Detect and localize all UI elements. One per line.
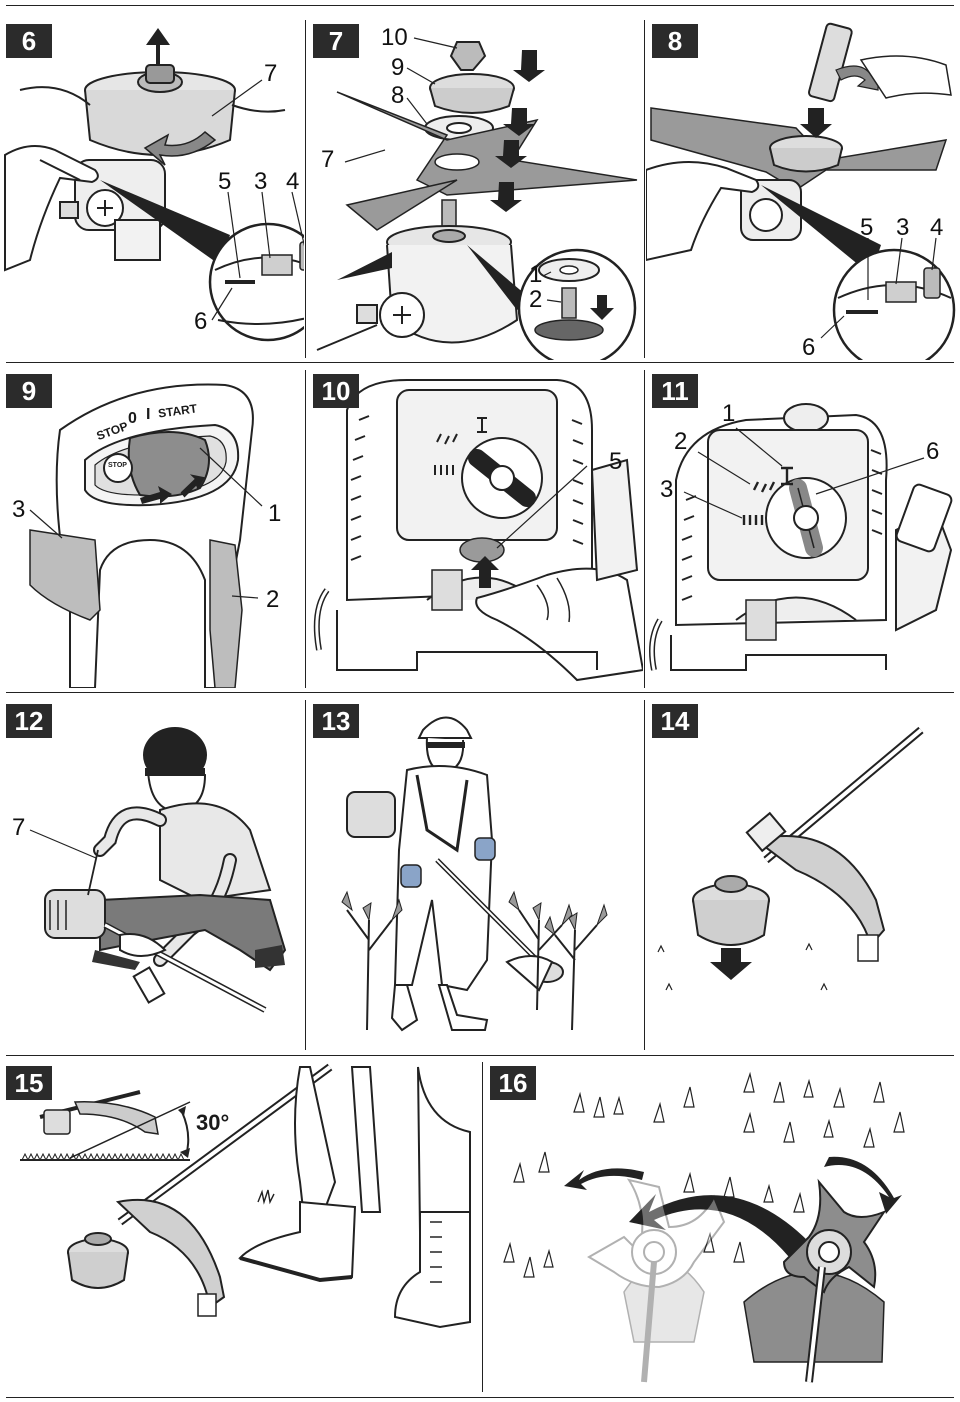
- figure-14-illustration: [657, 726, 924, 991]
- figure-8-number: 8: [652, 24, 698, 58]
- callout-7: 7: [264, 60, 278, 87]
- col-divider-r3b: [644, 700, 645, 1050]
- callout-7: 7: [321, 146, 335, 173]
- col-divider-r1b: [644, 20, 645, 358]
- figure-14-number: 14: [652, 704, 698, 738]
- row-divider-1: [6, 362, 954, 363]
- callout-9: 9: [391, 54, 405, 81]
- switch-one-label: I: [146, 406, 151, 423]
- figure-9: 9 STOP 0 I START STOP 3 1 2: [0, 370, 304, 688]
- angle-label: 30°: [196, 1110, 230, 1135]
- figure-13-illustration: [341, 716, 608, 1032]
- callout-1: 1: [722, 400, 736, 427]
- top-rule: [6, 5, 954, 6]
- figure-6: 6 7 5 3 4 6: [0, 20, 304, 360]
- callout-2: 2: [529, 286, 543, 313]
- callout-6: 6: [926, 438, 940, 465]
- figure-11: 11 1 2 3 6: [646, 370, 956, 688]
- callout-1: 1: [268, 500, 282, 527]
- stop-button-label: STOP: [108, 462, 127, 469]
- callout-4: 4: [286, 168, 300, 195]
- figure-13: 13: [307, 700, 643, 1050]
- col-divider-r2b: [644, 370, 645, 688]
- callout-10: 10: [381, 24, 408, 51]
- callout-6: 6: [802, 334, 816, 360]
- figure-8-illustration: [646, 22, 956, 360]
- figure-16-illustration: [503, 1071, 905, 1383]
- callout-4: 4: [930, 214, 944, 241]
- figure-9-number: 9: [6, 374, 52, 408]
- figure-12-illustration: [29, 727, 287, 1013]
- row-divider-3: [6, 1055, 954, 1056]
- figure-10: 10 5: [307, 370, 643, 688]
- callout-1: 1: [529, 261, 543, 288]
- col-divider-r3a: [305, 700, 306, 1050]
- callout-3: 3: [254, 168, 268, 195]
- figure-15-number: 15: [6, 1066, 52, 1100]
- figure-6-number: 6: [6, 24, 52, 58]
- figure-15-illustration: [20, 1063, 471, 1329]
- figure-10-illustration: [313, 379, 643, 682]
- figure-7-number: 7: [313, 24, 359, 58]
- figure-7: 7 10 9 8 7 1 2: [307, 20, 643, 360]
- callout-3: 3: [896, 214, 910, 241]
- callout-5: 5: [218, 168, 232, 195]
- figure-13-number: 13: [313, 704, 359, 738]
- switch-zero-label: 0: [128, 410, 137, 427]
- figure-10-number: 10: [313, 374, 359, 408]
- bottom-rule: [6, 1397, 954, 1398]
- row-divider-2: [6, 692, 954, 693]
- figure-6-illustration: [4, 28, 304, 342]
- callout-8: 8: [391, 82, 405, 109]
- callout-3: 3: [12, 496, 26, 523]
- figure-12-number: 12: [6, 704, 52, 738]
- figure-12: 12 7: [0, 700, 304, 1050]
- figure-11-illustration: [649, 403, 953, 671]
- col-divider-r4: [482, 1062, 483, 1392]
- figure-7-illustration: [316, 37, 638, 360]
- callout-5: 5: [609, 448, 623, 475]
- callout-6: 6: [194, 308, 208, 335]
- col-divider-r2a: [305, 370, 306, 688]
- figure-16-number: 16: [490, 1066, 536, 1100]
- callout-2: 2: [674, 428, 688, 455]
- figure-14: 14: [646, 700, 956, 1050]
- col-divider-r1a: [305, 20, 306, 358]
- callout-3: 3: [660, 476, 674, 503]
- figure-15: 15 30°: [0, 1062, 481, 1394]
- figure-11-number: 11: [652, 374, 698, 408]
- callout-5: 5: [860, 214, 874, 241]
- callout-7: 7: [12, 814, 26, 841]
- figure-9-illustration: [29, 383, 263, 688]
- figure-16: 16: [484, 1062, 956, 1394]
- figure-8: 8 5 3 4 6: [646, 20, 956, 360]
- callout-2: 2: [266, 586, 280, 613]
